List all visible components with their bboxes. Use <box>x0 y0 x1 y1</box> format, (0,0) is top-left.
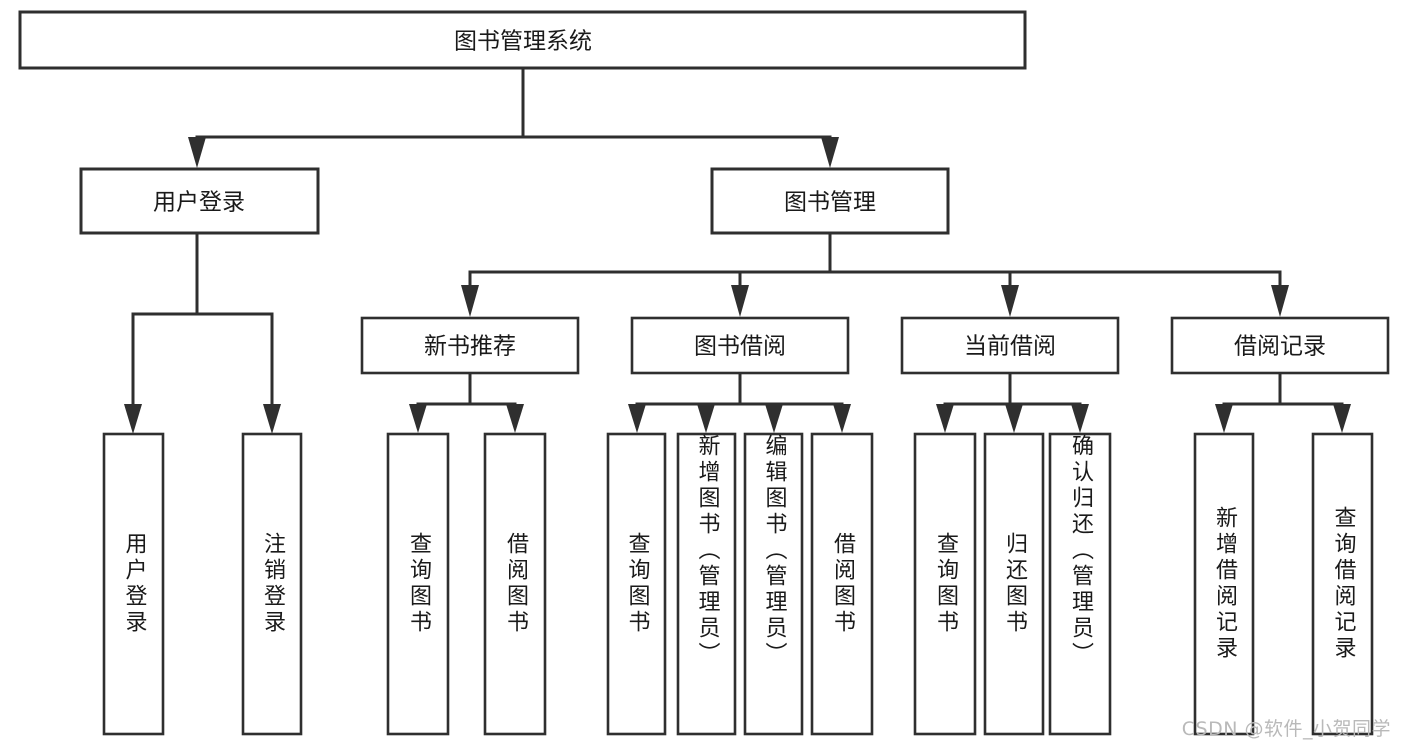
arrowhead-borrow-record <box>1271 285 1289 317</box>
connector-group-borrow-record <box>1215 371 1351 433</box>
leaf-box-3[interactable] <box>483 432 547 736</box>
arrowhead-br-leaf-2 <box>1333 404 1351 433</box>
arrowhead-br-leaf-1 <box>1215 404 1233 433</box>
node-borrow-record-label: 借阅记录 <box>1234 334 1326 360</box>
connector-group-root <box>188 66 839 168</box>
node-borrow-record-box[interactable] <box>1170 316 1390 375</box>
connector-group-book-manage <box>461 231 1289 317</box>
arrowhead-cb-leaf-1 <box>936 404 954 433</box>
leaf-box-2[interactable] <box>386 432 450 736</box>
node-current-borrow[interactable]: 当前借阅 <box>900 316 1120 375</box>
arrowhead-bb-leaf-4 <box>833 404 851 433</box>
arrowhead-leaf-logout <box>263 404 281 434</box>
leaf-box-6[interactable] <box>743 432 804 736</box>
node-book-borrow-label: 图书借阅 <box>694 334 786 360</box>
arrowhead-bb-leaf-3 <box>765 404 783 433</box>
node-book-borrow[interactable]: 图书借阅 <box>630 316 850 375</box>
arrowhead-current-borrow <box>1001 285 1019 317</box>
node-root-label: 图书管理系统 <box>454 29 592 55</box>
node-new-book-rec[interactable]: 新书推荐 <box>360 316 580 375</box>
node-book-manage-label: 图书管理 <box>784 190 876 216</box>
leaf-box-1[interactable] <box>241 432 303 736</box>
node-root-box[interactable] <box>18 10 1027 70</box>
arrowhead-bb-leaf-2 <box>697 404 715 433</box>
arrowhead-book-borrow <box>731 285 749 317</box>
arrowhead-cb-leaf-2 <box>1005 404 1023 433</box>
leaf-box-5[interactable] <box>676 432 737 736</box>
node-user-login[interactable]: 用户登录 <box>79 167 320 235</box>
connector-group-book-borrow <box>628 371 851 433</box>
leaf-box-9[interactable] <box>983 432 1045 736</box>
leaf-box-12[interactable] <box>1311 432 1374 736</box>
node-current-borrow-box[interactable] <box>900 316 1120 375</box>
node-user-login-label: 用户登录 <box>153 190 245 216</box>
arrowhead-nbr-leaf-1 <box>409 404 427 433</box>
arrowhead-nbr-leaf-2 <box>506 404 524 433</box>
leaf-box-7[interactable] <box>810 432 874 736</box>
leaf-box-0[interactable] <box>102 432 165 736</box>
node-book-manage-box[interactable] <box>710 167 950 235</box>
arrowhead-bb-leaf-1 <box>628 404 646 433</box>
leaf-boxes <box>102 432 1374 736</box>
arrowhead-new-book-rec <box>461 285 479 317</box>
node-book-borrow-box[interactable] <box>630 316 850 375</box>
arrowhead-cb-leaf-3 <box>1071 404 1089 433</box>
node-current-borrow-label: 当前借阅 <box>964 334 1056 360</box>
node-user-login-box[interactable] <box>79 167 320 235</box>
node-new-book-rec-box[interactable] <box>360 316 580 375</box>
connector-group-user-login <box>124 231 281 434</box>
node-root[interactable]: 图书管理系统 <box>18 10 1027 70</box>
arrowhead-user-login <box>188 137 206 168</box>
leaf-box-4[interactable] <box>606 432 667 736</box>
node-borrow-record[interactable]: 借阅记录 <box>1170 316 1390 375</box>
leaf-box-10[interactable] <box>1048 432 1112 736</box>
node-book-manage[interactable]: 图书管理 <box>710 167 950 235</box>
leaf-box-11[interactable] <box>1193 432 1255 736</box>
connector-group-current-borrow <box>936 371 1089 433</box>
node-new-book-rec-label: 新书推荐 <box>424 334 516 360</box>
arrowhead-book-manage <box>821 137 839 168</box>
arrowhead-leaf-user-login <box>124 404 142 434</box>
csdn-watermark: CSDN @软件_小贺同学 <box>1181 718 1391 740</box>
leaf-box-8[interactable] <box>913 432 977 736</box>
connector-group-new-book-rec <box>409 371 524 433</box>
